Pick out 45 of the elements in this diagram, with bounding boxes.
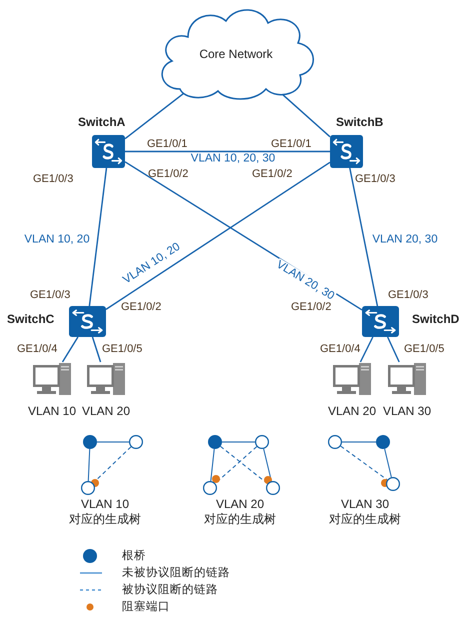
link-line: [92, 336, 102, 362]
tree-caption: VLAN 30 对应的生成树: [328, 497, 402, 527]
port-label: GE1/0/3: [355, 172, 396, 186]
port-label: GE1/0/2: [121, 300, 162, 314]
port-label: GE1/0/3: [388, 288, 428, 302]
link-line: [106, 162, 330, 310]
edge-label: VLAN 10, 20: [23, 234, 91, 246]
edge-label: VLAN 20, 30: [371, 234, 439, 246]
vlan-label: VLAN 10: [28, 404, 76, 418]
port-label: GE1/0/2: [148, 167, 188, 181]
legend-text: 阻塞端口: [122, 600, 170, 614]
link-line: [360, 336, 374, 362]
link-line: [210, 448, 215, 482]
link-line: [387, 336, 400, 362]
switch-name: SwitchB: [336, 115, 384, 129]
switch-name: SwitchC: [7, 312, 54, 326]
legend-text: 根桥: [122, 549, 146, 563]
link-line: [88, 168, 108, 306]
port-label: GE1/0/2: [252, 167, 292, 181]
port-label: GE1/0/4: [17, 342, 58, 356]
link-line: [280, 92, 330, 138]
port-label: GE1/0/3: [33, 172, 74, 186]
port-label: GE1/0/1: [147, 137, 188, 151]
port-label: GE1/0/5: [102, 342, 142, 356]
port-label: GE1/0/3: [30, 288, 70, 302]
link-line: [62, 336, 79, 362]
tree-caption: VLAN 20 对应的生成树: [203, 497, 277, 527]
vlan-label: VLAN 20: [328, 404, 376, 418]
port-label: GE1/0/4: [320, 342, 360, 356]
link-line: [384, 448, 392, 478]
port-label: GE1/0/1: [271, 137, 312, 151]
legend-text: 未被协议阻断的链路: [122, 566, 230, 580]
switch-name: SwitchD: [412, 312, 460, 326]
link-line: [349, 168, 378, 306]
link-line: [125, 150, 330, 152]
cloud-label: Core Network: [198, 47, 274, 61]
legend-text: 被协议阻断的链路: [122, 583, 218, 597]
switch-name: SwitchA: [78, 115, 126, 129]
vlan-label: VLAN 30: [382, 404, 432, 418]
port-label: GE1/0/5: [404, 342, 444, 356]
vlan-label: VLAN 20: [82, 404, 130, 418]
tree-caption: VLAN 10 对应的生成树: [68, 497, 142, 527]
link-line: [88, 448, 90, 482]
edge-label: VLAN 10, 20, 30: [190, 152, 276, 166]
blocked-link: [340, 446, 388, 480]
